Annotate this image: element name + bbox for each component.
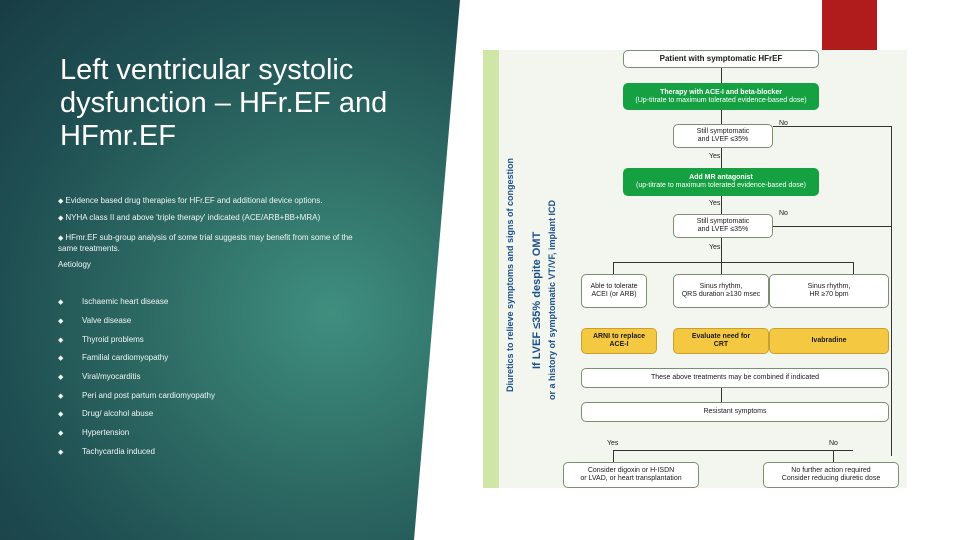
bullet-diamond-icon: ◆ [58, 235, 64, 242]
list-item: ◆Tachycardia induced [58, 447, 155, 456]
connector [853, 262, 854, 274]
list-item: ◆Hypertension [58, 428, 130, 437]
label-no: No [779, 210, 788, 217]
bullet-diamond-icon: ◆ [58, 429, 64, 437]
aetiology-heading: Aetiology [58, 260, 91, 269]
node-sinus-hr: Sinus rhythm,HR ≥70 bpm [769, 274, 889, 308]
list-item: ◆Thyroid problems [58, 335, 144, 344]
connector [721, 262, 722, 274]
connector [721, 68, 722, 83]
bullet-diamond-icon: ◆ [58, 298, 64, 306]
connector [773, 126, 891, 127]
paragraph-text: NYHA class II and above 'triple therapy'… [65, 213, 321, 222]
list-item: ◆Ischaemic heart disease [58, 297, 169, 306]
label-yes: Yes [709, 244, 721, 251]
node-mr-antagonist: Add MR antagonist (up-titrate to maximum… [623, 168, 819, 196]
icd-label-1: If LVEF ≤35% despite OMT [531, 231, 543, 369]
diuretics-label: Diuretics to relieve symptoms and signs … [505, 157, 515, 393]
connector [613, 450, 853, 451]
paragraph-hfmref: ◆HFmr.EF sub-group analysis of some tria… [58, 233, 368, 254]
connector [833, 450, 834, 462]
connector [773, 226, 891, 227]
slide-title: Left ventricular systolic dysfunction – … [60, 54, 388, 152]
node-combined: These above treatments may be combined i… [581, 368, 889, 388]
node-ace-beta-blocker: Therapy with ACE-I and beta-blocker (Up-… [623, 83, 819, 110]
icd-label-2: or a history of symptomatic VT/VF, impla… [547, 199, 557, 401]
node-patient: Patient with symptomatic HFrEF [623, 50, 819, 68]
label-no: No [779, 120, 788, 127]
connector [721, 238, 722, 262]
label-yes: Yes [709, 200, 721, 207]
paragraph-text: Evidence based drug therapies for HFr.EF… [65, 196, 323, 205]
side-strip [483, 50, 499, 488]
connector [613, 262, 853, 263]
bullet-diamond-icon: ◆ [58, 392, 64, 400]
hfref-treatment-flowchart: Diuretics to relieve symptoms and signs … [483, 50, 907, 488]
list-item: ◆Drug/ alcohol abuse [58, 409, 154, 418]
connector [721, 196, 722, 214]
slide-left-panel: Left ventricular systolic dysfunction – … [0, 0, 460, 540]
label-yes: Yes [607, 440, 619, 447]
bullet-diamond-icon: ◆ [58, 215, 64, 222]
connector [721, 388, 722, 402]
bullet-diamond-icon: ◆ [58, 410, 64, 418]
bullet-diamond-icon: ◆ [58, 198, 64, 205]
connector [613, 450, 614, 462]
connector [891, 126, 892, 456]
connector [721, 148, 722, 168]
node-sinus-qrs: Sinus rhythm,QRS duration ≥130 msec [673, 274, 769, 308]
connector [613, 262, 614, 274]
list-item: ◆Familial cardiomyopathy [58, 353, 169, 362]
connector [721, 110, 722, 125]
bullet-diamond-icon: ◆ [58, 336, 64, 344]
bullet-diamond-icon: ◆ [58, 448, 64, 456]
label-no: No [829, 440, 838, 447]
bullet-diamond-icon: ◆ [58, 354, 64, 362]
bullet-diamond-icon: ◆ [58, 373, 64, 381]
label-yes: Yes [709, 153, 721, 160]
node-resistant: Resistant symptoms [581, 402, 889, 422]
paragraph-text: HFmr.EF sub-group analysis of some trial… [58, 233, 353, 253]
paragraph-evidence: ◆Evidence based drug therapies for HFr.E… [58, 196, 378, 207]
bullet-diamond-icon: ◆ [58, 317, 64, 325]
list-item: ◆Valve disease [58, 316, 132, 325]
list-item: ◆Peri and post partum cardiomyopathy [58, 391, 215, 400]
node-ivabradine: Ivabradine [769, 328, 889, 354]
list-item: ◆Viral/myocarditis [58, 372, 141, 381]
paragraph-nyha: ◆NYHA class II and above 'triple therapy… [58, 213, 378, 224]
